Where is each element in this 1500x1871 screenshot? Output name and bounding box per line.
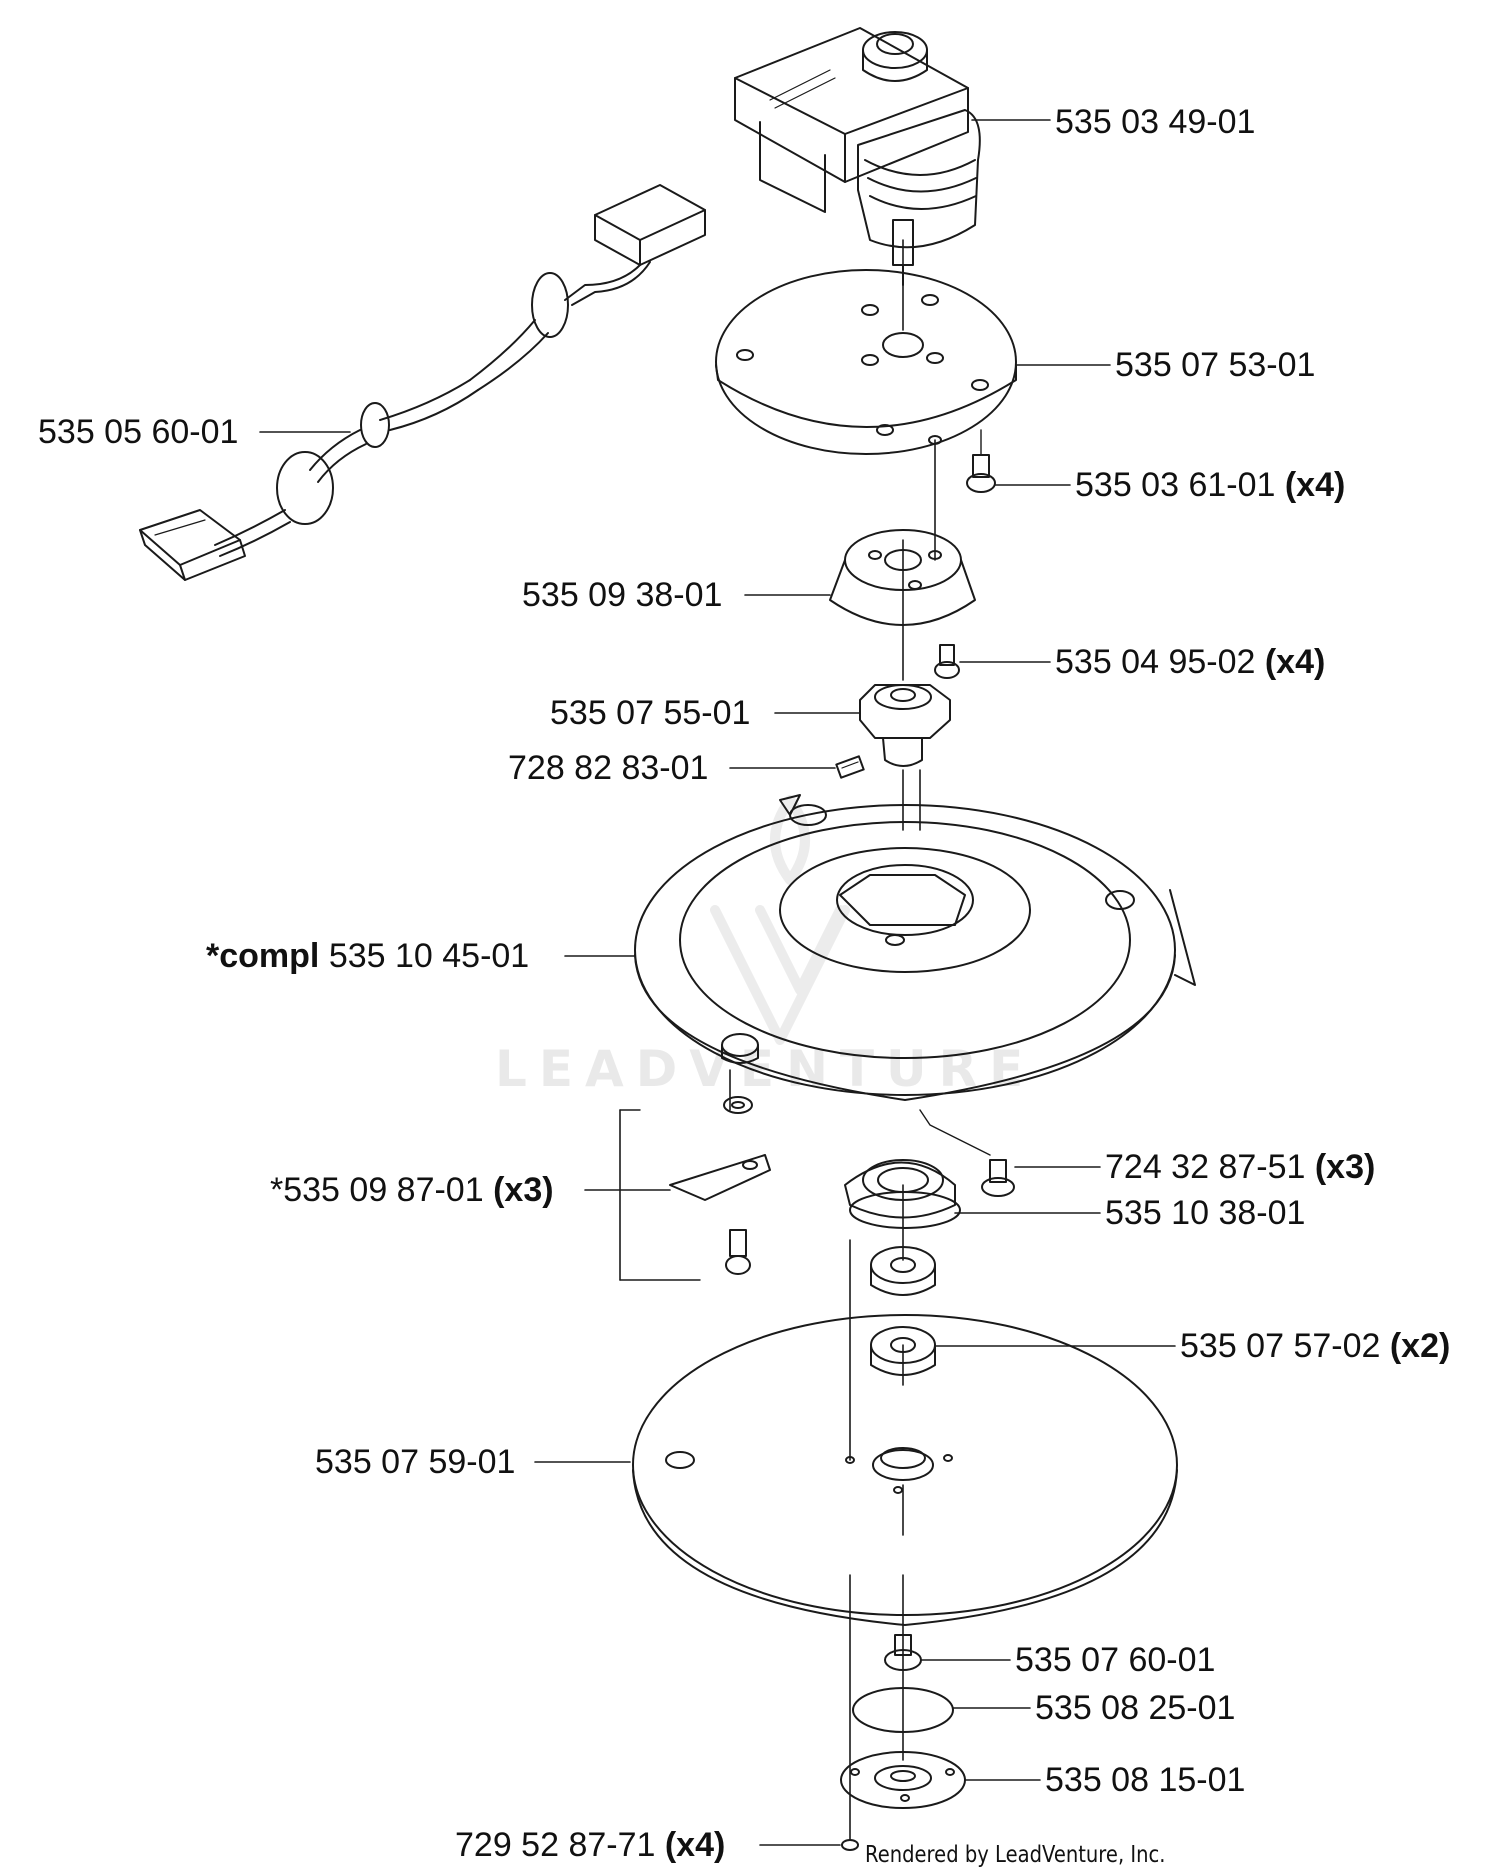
leader-lines bbox=[259, 119, 1176, 1846]
quantity: (x3) bbox=[493, 1171, 554, 1209]
part-number: 535 05 60-01 bbox=[38, 413, 239, 451]
part-number: 535 07 60-01 bbox=[1015, 1641, 1216, 1679]
callout-adapter-screw: 535 04 95-02 (x4) bbox=[1055, 645, 1325, 679]
hub bbox=[859, 684, 951, 767]
quantity: (x4) bbox=[1264, 643, 1326, 681]
part-number: 535 09 38-01 bbox=[522, 576, 723, 614]
part-number: 535 07 59-01 bbox=[315, 1443, 516, 1481]
callout-bearing: 535 07 57-02 (x2) bbox=[1180, 1329, 1450, 1363]
part-number: 535 10 38-01 bbox=[1105, 1194, 1306, 1232]
callout-adapter: 535 09 38-01 bbox=[522, 578, 722, 612]
callout-skid-plate: 535 07 59-01 bbox=[315, 1445, 515, 1479]
blade-assembly bbox=[619, 1096, 771, 1281]
bearing-housing bbox=[844, 1159, 961, 1229]
watermark-logo bbox=[710, 795, 850, 1045]
part-number: 728 82 83-01 bbox=[508, 749, 709, 787]
cap-screw bbox=[841, 1839, 859, 1851]
set-screw bbox=[835, 755, 865, 779]
quantity: (x4) bbox=[664, 1826, 726, 1864]
washer bbox=[852, 1687, 954, 1733]
callout-cable: 535 05 60-01 bbox=[38, 415, 238, 449]
callout-disc-screw: 724 32 87-51 (x3) bbox=[1105, 1150, 1375, 1184]
complete-assembly-prefix: *compl bbox=[206, 937, 320, 975]
part-number: 535 08 25-01 bbox=[1035, 1689, 1236, 1727]
cable-harness bbox=[139, 184, 706, 581]
part-number: 535 10 45-01 bbox=[328, 937, 530, 975]
part-number: 729 52 87-71 bbox=[455, 1826, 656, 1864]
quantity: (x4) bbox=[1284, 466, 1346, 504]
callout-washer: 535 08 25-01 bbox=[1035, 1691, 1235, 1725]
callout-top-plate: 535 07 53-01 bbox=[1115, 348, 1315, 382]
render-credit: Rendered by LeadVenture, Inc. bbox=[865, 1842, 1166, 1868]
callout-bearing-housing: 535 10 38-01 bbox=[1105, 1196, 1305, 1230]
part-number: 535 07 57-02 bbox=[1180, 1327, 1381, 1365]
skid-plate bbox=[632, 1314, 1178, 1626]
top-plate bbox=[715, 269, 1017, 455]
part-number: 535 03 49-01 bbox=[1055, 103, 1256, 141]
watermark: LEADVENTURE bbox=[495, 1040, 1036, 1098]
adapter-screw bbox=[934, 644, 960, 679]
adapter bbox=[829, 529, 976, 626]
callout-plate-screw: 535 03 61-01 (x4) bbox=[1075, 468, 1345, 502]
blade-disc bbox=[634, 794, 1196, 1101]
plate-screw bbox=[966, 429, 996, 493]
bearings bbox=[870, 1246, 936, 1376]
part-number: 724 32 87-51 bbox=[1105, 1148, 1306, 1186]
part-number: 535 03 61-01 bbox=[1075, 466, 1276, 504]
callout-blade-disc: *compl 535 10 45-01 bbox=[206, 939, 529, 973]
callout-cap-screw: 729 52 87-71 (x4) bbox=[455, 1828, 725, 1862]
part-number: 535 04 95-02 bbox=[1055, 643, 1256, 681]
callout-center-screw: 535 07 60-01 bbox=[1015, 1643, 1215, 1677]
callout-blade: *535 09 87-01 (x3) bbox=[270, 1173, 554, 1207]
callout-set-screw: 728 82 83-01 bbox=[508, 751, 708, 785]
disc-screw bbox=[919, 1109, 1015, 1197]
part-number: 535 07 53-01 bbox=[1115, 346, 1316, 384]
motor-unit bbox=[734, 27, 981, 286]
callout-hub: 535 07 55-01 bbox=[550, 696, 750, 730]
quantity: (x3) bbox=[1314, 1148, 1376, 1186]
part-number: 535 07 55-01 bbox=[550, 694, 751, 732]
part-number: *535 09 87-01 bbox=[270, 1171, 484, 1209]
callout-bottom-cap: 535 08 15-01 bbox=[1045, 1763, 1245, 1797]
callout-motor: 535 03 49-01 bbox=[1055, 105, 1255, 139]
part-number: 535 08 15-01 bbox=[1045, 1761, 1246, 1799]
quantity: (x2) bbox=[1389, 1327, 1451, 1365]
